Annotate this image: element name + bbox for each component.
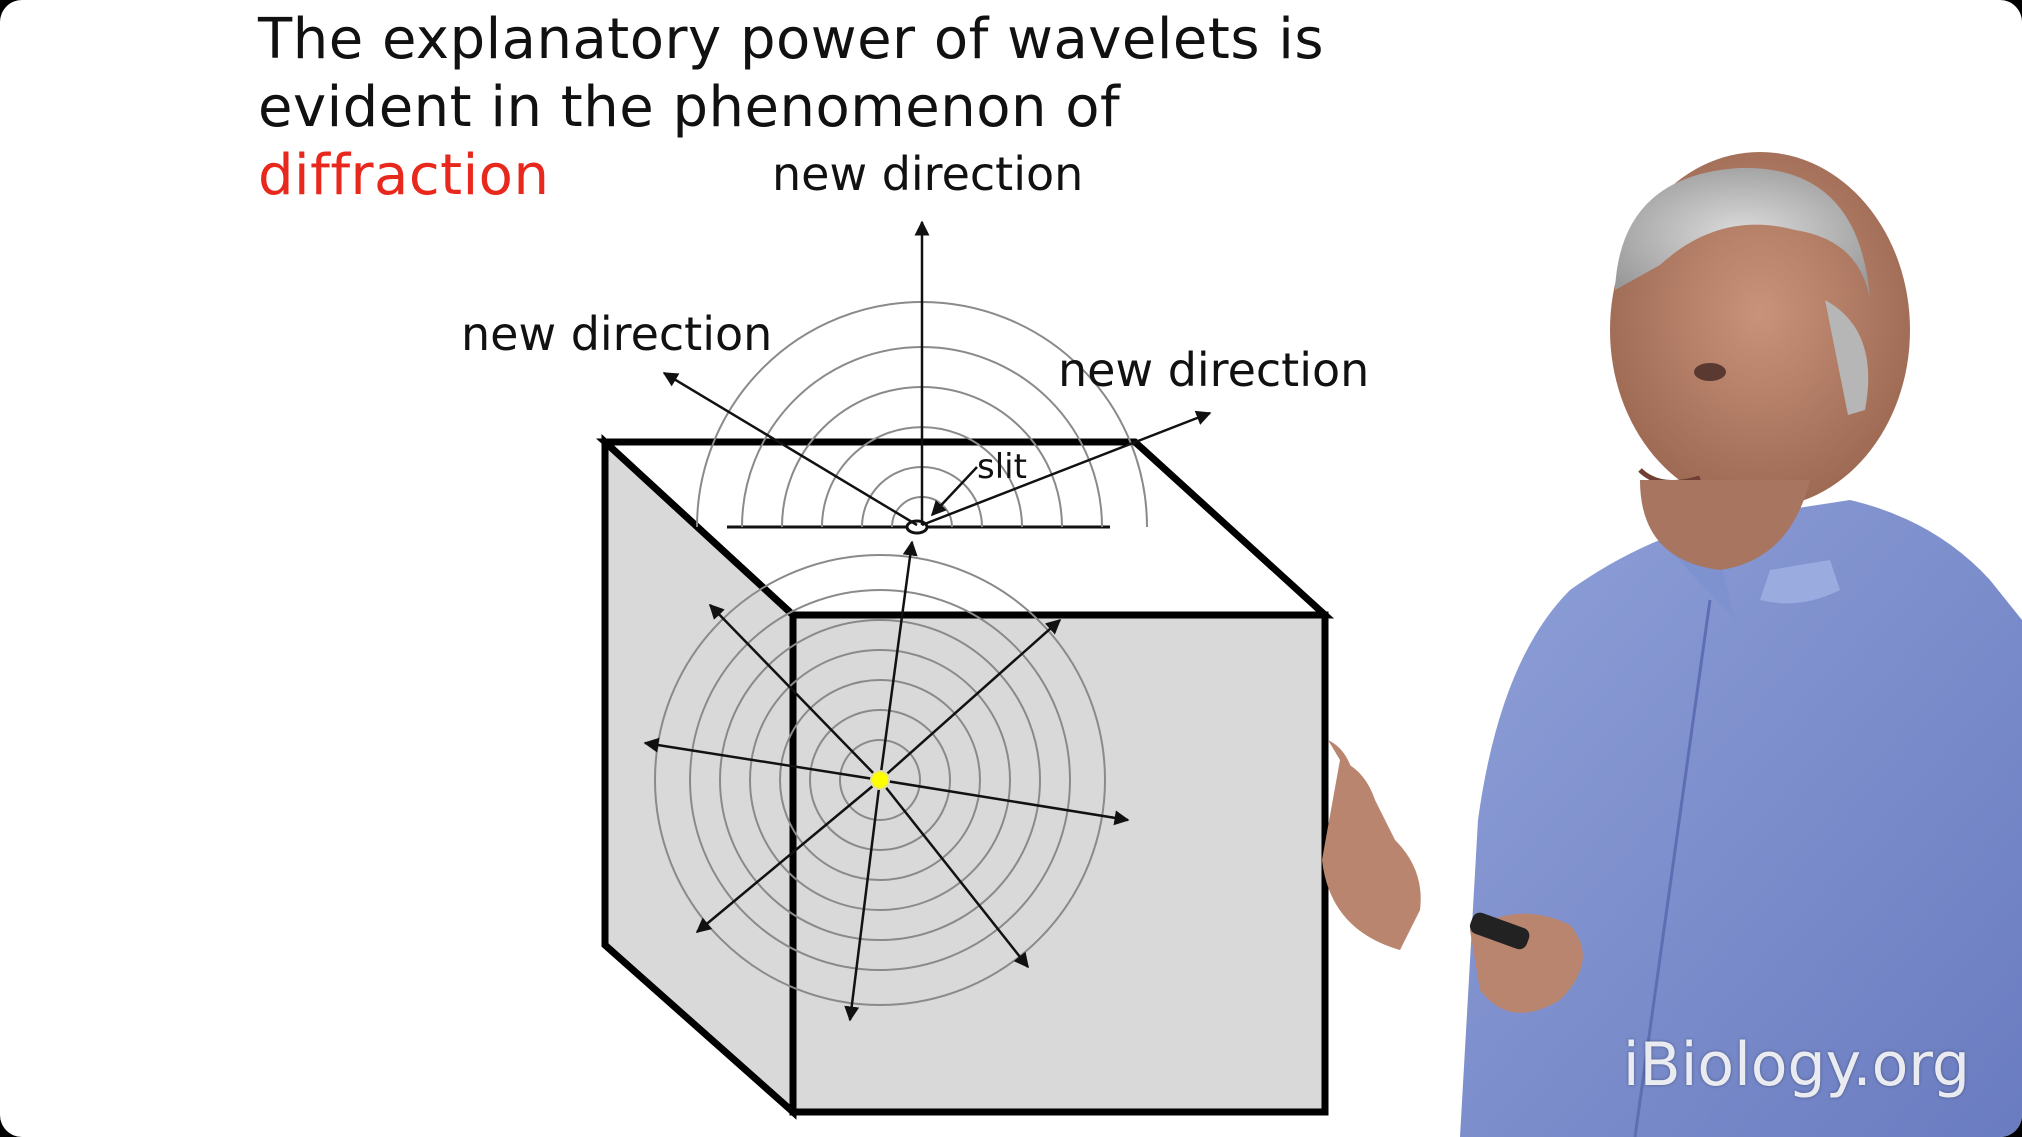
slide-title-line-1: The explanatory power of wavelets is: [258, 7, 1325, 72]
light-source-dot: [870, 770, 890, 790]
interior-arrows: [643, 540, 1130, 1022]
label-new-direction-right: new direction: [1058, 343, 1369, 397]
label-new-direction-top: new direction: [772, 147, 1083, 201]
box-front-face: [789, 611, 1329, 1116]
slide-title-line-2: evident in the phenomenon of: [258, 75, 1121, 140]
slit-opening: [905, 519, 929, 535]
label-new-direction-left: new direction: [461, 307, 772, 361]
ibiology-watermark: iBiology.org: [1622, 1030, 1970, 1100]
label-slit: slit: [977, 447, 1027, 487]
outgoing-arrows: [662, 220, 1212, 527]
interior-wavefronts: [654, 554, 1106, 1006]
box-figure: [596, 434, 1335, 1120]
presenter-figure: [1322, 152, 2022, 1137]
slide-title-highlight: diffraction: [258, 143, 550, 208]
